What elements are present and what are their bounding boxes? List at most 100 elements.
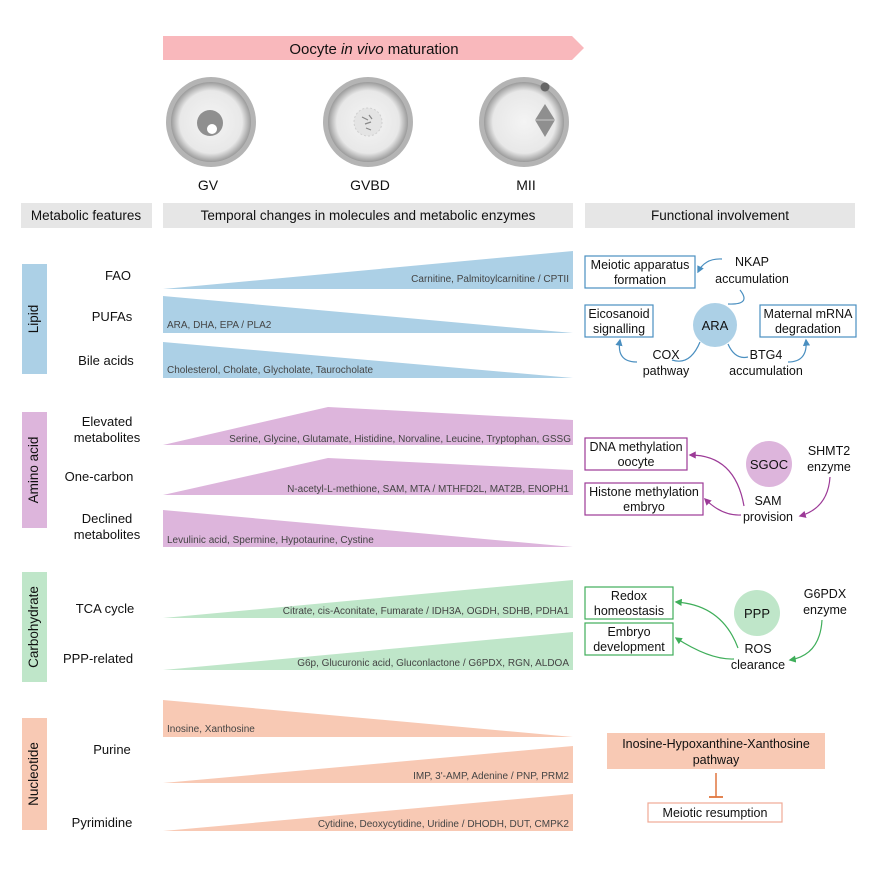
arrow-cox-to-eicosanoid <box>615 338 638 363</box>
ppp-circle <box>734 590 780 636</box>
maturation-arrow <box>163 36 584 60</box>
meiotic-resumption-label: Meiotic resumption <box>663 806 768 820</box>
category-nucleotide-bar <box>22 718 47 830</box>
wedge-purine-down <box>163 700 573 737</box>
redox-line1: Redox <box>611 589 648 603</box>
arrow-sam-to-dna <box>688 451 745 507</box>
wedge-fao <box>163 251 573 289</box>
row-label-fao: FAO <box>105 268 131 283</box>
stage-label-mii: MII <box>516 177 535 193</box>
functional-nucleotide: Inosine-Hypoxanthine-Xanthosine pathway … <box>607 733 825 823</box>
wedge-text-purine: IMP, 3'-AMP, Adenine / PNP, PRM2 <box>413 771 569 782</box>
wedge-text-ppp: G6p, Glucuronic acid, Gluconlactone / G6… <box>297 658 569 669</box>
sam-line2: provision <box>743 510 793 524</box>
header-temporal: Temporal changes in molecules and metabo… <box>201 208 536 223</box>
cox-line1: COX <box>652 348 680 362</box>
sam-line1: SAM <box>754 494 781 508</box>
cox-line2: pathway <box>643 364 690 378</box>
pathway-line1: Inosine-Hypoxanthine-Xanthosine <box>622 737 810 751</box>
wedge-pyrimidine <box>163 794 573 831</box>
histone-methylation-line1: Histone methylation <box>589 485 699 499</box>
arrow-shmt2-to-sam <box>798 476 831 518</box>
shmt2-line1: SHMT2 <box>808 444 850 458</box>
ros-line2: clearance <box>731 658 785 672</box>
row-label-pyrimidine: Pyrimidine <box>72 815 133 830</box>
arrow-btg4-to-maternal <box>787 338 811 363</box>
oocyte-gv <box>166 77 256 167</box>
maternal-mrna-line2: degradation <box>775 322 841 336</box>
row-label-elevated-1: Elevated <box>82 414 133 429</box>
g6pdx-line2: enzyme <box>803 603 847 617</box>
embryo-dev-line1: Embryo <box>607 625 650 639</box>
meiotic-apparatus-line2: formation <box>614 273 666 287</box>
histone-methylation-line2: embryo <box>623 500 665 514</box>
header-features: Metabolic features <box>31 208 142 223</box>
row-label-tca: TCA cycle <box>76 601 135 616</box>
ros-line1: ROS <box>744 642 771 656</box>
eicosanoid-box <box>584 304 654 338</box>
arrow-g6pdx-to-ros <box>788 619 823 663</box>
header-functional-box <box>585 203 855 228</box>
functional-carb: Redox homeostasis PPP G6PDX enzyme Embry… <box>584 586 847 672</box>
wedge-purine <box>163 746 573 783</box>
meiotic-apparatus-line1: Meiotic apparatus <box>591 258 690 272</box>
functional-amino: DNA methylation oocyte SGOC SHMT2 enzyme… <box>584 437 851 524</box>
category-lipid: Lipid <box>26 305 41 334</box>
arrow-ros-to-redox <box>674 598 739 649</box>
dna-methylation-line2: oocyte <box>618 455 655 469</box>
meiotic-resumption-box <box>647 802 783 823</box>
embryo-dev-line2: development <box>593 640 665 654</box>
arrow-ara-to-cox <box>671 341 701 362</box>
nkap-line2: accumulation <box>715 272 789 286</box>
category-amino: Amino acid <box>26 437 41 504</box>
row-label-onecarbon: One-carbon <box>65 469 134 484</box>
arrow-ros-to-embryo <box>674 637 735 660</box>
redox-line2: homeostasis <box>594 604 664 618</box>
wedge-onecarbon <box>163 458 573 495</box>
wedge-text-pufa: ARA, DHA, EPA / PLA2 <box>167 320 272 331</box>
histone-methylation-box <box>584 482 704 516</box>
wedge-text-bile: Cholesterol, Cholate, Glycholate, Tauroc… <box>167 365 373 376</box>
wedge-pufa <box>163 296 573 333</box>
ara-label: ARA <box>702 318 729 333</box>
wedge-text-tca: Citrate, cis-Aconitate, Fumarate / IDH3A… <box>283 606 570 617</box>
category-carb-bar <box>22 572 47 682</box>
stage-label-gv: GV <box>198 177 219 193</box>
btg4-line1: BTG4 <box>750 348 783 362</box>
ppp-label: PPP <box>744 606 770 621</box>
eicosanoid-line1: Eicosanoid <box>588 307 649 321</box>
wedge-text-onecarbon: N-acetyl-L-methione, SAM, MTA / MTHFD2L,… <box>287 484 569 495</box>
header-temporal-box <box>163 203 573 228</box>
maternal-mrna-box <box>759 304 857 338</box>
arrow-ara-to-btg4 <box>727 343 749 359</box>
row-label-elevated-2: metabolites <box>74 430 141 445</box>
oocyte-mii <box>479 77 569 167</box>
wedge-text-declined: Levulinic acid, Spermine, Hypotaurine, C… <box>167 535 374 546</box>
maturation-title: Oocyte in vivo maturation <box>289 41 458 58</box>
redox-box <box>584 586 674 620</box>
arrow-sam-to-histone <box>703 497 742 516</box>
eicosanoid-line2: signalling <box>593 322 645 336</box>
pathway-box <box>607 733 825 769</box>
category-lipid-bar <box>22 264 47 374</box>
sgoc-circle <box>746 441 792 487</box>
dna-methylation-box <box>584 437 688 471</box>
row-label-bile: Bile acids <box>78 353 134 368</box>
nkap-line1: NKAP <box>735 255 769 269</box>
oocyte-gvbd <box>323 77 413 167</box>
category-nucleotide: Nucleotide <box>26 742 41 806</box>
row-label-declined-1: Declined <box>82 511 133 526</box>
wedge-tca <box>163 580 573 618</box>
pathway-line2: pathway <box>693 753 740 767</box>
category-amino-bar <box>22 412 47 528</box>
header-features-box <box>21 203 152 228</box>
category-carb: Carbohydrate <box>26 586 41 668</box>
arrow-ara-to-nkap <box>727 289 745 305</box>
row-label-pufa: PUFAs <box>92 309 133 324</box>
sgoc-label: SGOC <box>750 457 788 472</box>
wedge-text-purine-down: Inosine, Xanthosine <box>167 724 255 735</box>
wedge-declined <box>163 510 573 547</box>
wedge-text-elevated: Serine, Glycine, Glutamate, Histidine, N… <box>229 434 571 445</box>
row-label-purine: Purine <box>93 742 131 757</box>
arrow-nkap-to-meiotic <box>697 258 723 274</box>
